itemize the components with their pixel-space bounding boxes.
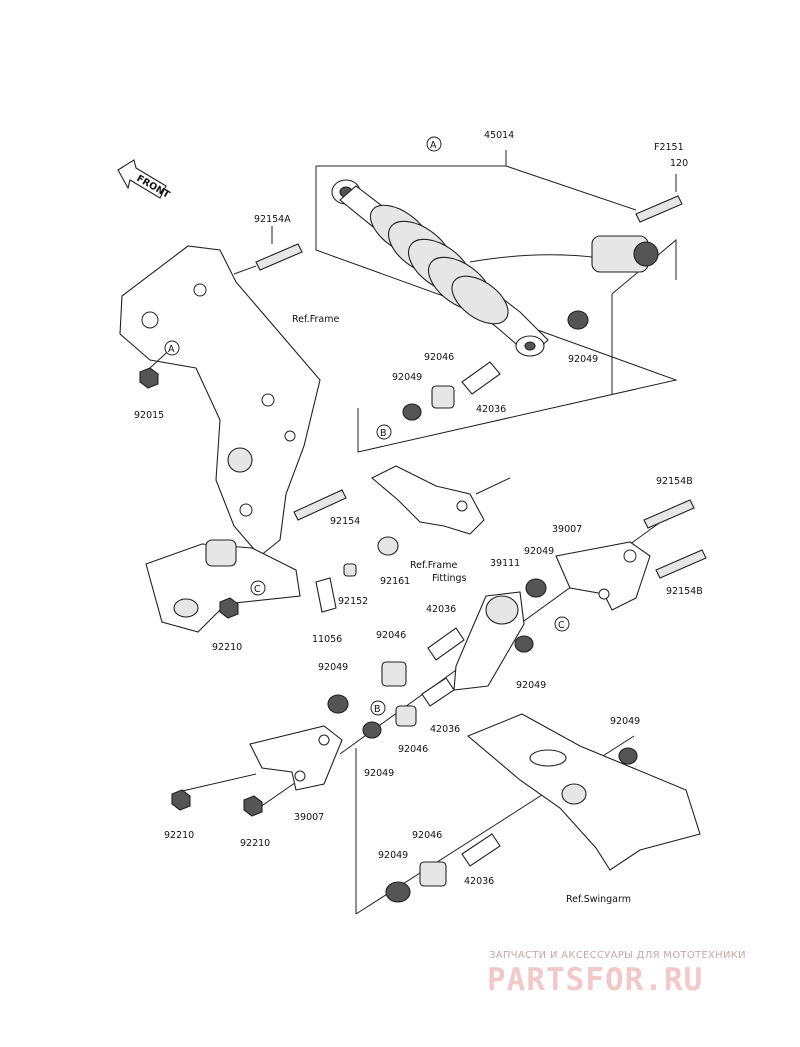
label-42036-mid: 42036 <box>426 604 456 615</box>
label-ref-frame-fittings-1: Ref.Frame <box>410 560 457 571</box>
label-92049-left: 92049 <box>318 662 348 673</box>
label-120: 120 <box>670 158 688 169</box>
washer-92049-top-right-icon <box>567 310 589 330</box>
label-92015: 92015 <box>134 410 164 421</box>
label-92046-top: 92046 <box>424 352 454 363</box>
bolt-92154b-bottom-icon <box>655 549 707 579</box>
washer-92049-left-icon <box>327 694 349 714</box>
watermark-tagline: ЗАПЧАСТИ И АКСЕССУАРЫ ДЛЯ МОТОТЕХНИКИ <box>489 950 746 961</box>
label-92154a: 92154A <box>254 214 291 225</box>
label-ref-swingarm: Ref.Swingarm <box>566 894 631 905</box>
label-92210-left: 92210 <box>212 642 242 653</box>
callout-a-top: A <box>426 136 442 152</box>
frame-bracket <box>119 245 321 557</box>
label-92049-right: 92049 <box>610 716 640 727</box>
label-92046-mid2: 92046 <box>398 744 428 755</box>
washer-92049-top-left-icon <box>402 403 422 421</box>
callout-a-left: A <box>164 340 180 356</box>
shock-absorber <box>331 179 659 357</box>
bearing-92046-bottom-icon <box>419 861 447 887</box>
callout-c-right-text: C <box>558 620 565 631</box>
label-92154b-bottom: 92154B <box>666 586 703 597</box>
pin-92152-icon <box>343 563 357 577</box>
label-92049-c: 92049 <box>516 680 546 691</box>
callout-b-mid-text: B <box>374 704 381 715</box>
callout-c-left: C <box>250 580 266 596</box>
label-42036-top: 42036 <box>476 404 506 415</box>
label-ref-frame: Ref.Frame <box>292 314 339 325</box>
label-92161: 92161 <box>380 576 410 587</box>
front-arrow-icon: FRONT <box>117 159 172 201</box>
swingarm-left-section <box>145 539 301 633</box>
callout-c-left-text: C <box>254 584 261 595</box>
washer-92049-mid-icon <box>525 578 547 598</box>
bolt-92154-icon <box>293 489 347 521</box>
label-f2151: F2151 <box>654 142 684 153</box>
callout-a-top-text: A <box>430 140 437 151</box>
bolt-92154a-icon <box>233 226 303 275</box>
collar-92161-icon <box>377 536 399 556</box>
label-ref-frame-fittings-2: Fittings <box>432 573 467 584</box>
bolt-92154b-top-icon <box>643 499 695 529</box>
sleeve-42036-top-icon <box>461 361 501 395</box>
callout-c-right: C <box>554 616 570 632</box>
washer-92049-right-icon <box>618 747 638 765</box>
callout-b-top-text: B <box>380 428 387 439</box>
callout-b-mid: B <box>370 700 386 716</box>
label-39111: 39111 <box>490 558 520 569</box>
label-92210-a: 92210 <box>164 830 194 841</box>
plate-11056-icon <box>315 577 337 613</box>
nut-92210-a-icon <box>171 789 191 811</box>
link-plate-39007-top <box>555 541 651 611</box>
frame-fitting <box>371 465 511 535</box>
rocker-arm-39111 <box>453 591 525 691</box>
bearing-92046-top-icon <box>431 385 455 409</box>
link-plate-39007-bottom <box>249 725 343 791</box>
label-11056: 11056 <box>312 634 342 645</box>
label-42036-mid2: 42036 <box>430 724 460 735</box>
callout-a-left-text: A <box>168 344 175 355</box>
sleeve-42036-bottom-icon <box>461 833 501 867</box>
swingarm-right-section <box>466 713 701 871</box>
label-92046-bottom: 92046 <box>412 830 442 841</box>
label-39007-top: 39007 <box>552 524 582 535</box>
label-92152: 92152 <box>338 596 368 607</box>
label-42036-bottom: 42036 <box>464 876 494 887</box>
label-92049-mid: 92049 <box>524 546 554 557</box>
label-92049-top-right: 92049 <box>568 354 598 365</box>
label-39007-bottom: 39007 <box>294 812 324 823</box>
label-92046-mid: 92046 <box>376 630 406 641</box>
sleeve-42036-mid-icon <box>427 627 465 661</box>
reservoir-icon <box>591 235 659 273</box>
label-92049-top-left: 92049 <box>392 372 422 383</box>
washer-92049-c-icon <box>514 635 534 653</box>
watermark-logo: PARTSFOR.RU <box>487 962 704 998</box>
bearing-92046-mid2-icon <box>395 705 417 727</box>
bearing-92046-mid-icon <box>381 661 407 687</box>
label-45014: 45014 <box>484 130 514 141</box>
label-92154: 92154 <box>330 516 360 527</box>
callout-b-top: B <box>376 424 392 440</box>
nut-92015-icon <box>139 343 177 389</box>
shock-group-outline <box>315 150 678 453</box>
nut-92210-b-icon <box>243 795 263 817</box>
label-92049-mid2: 92049 <box>364 768 394 779</box>
label-92210-b: 92210 <box>240 838 270 849</box>
label-92049-bottom: 92049 <box>378 850 408 861</box>
washer-92049-mid2-icon <box>362 721 382 739</box>
shock-spring-icon <box>369 204 509 325</box>
front-label: FRONT <box>135 173 172 201</box>
sleeve-42036-mid2-icon <box>421 677 455 707</box>
nut-92210-left-icon <box>219 597 239 619</box>
washer-92049-bottom-icon <box>385 881 411 903</box>
bolt-f2151-icon <box>635 174 683 223</box>
label-92154b-top: 92154B <box>656 476 693 487</box>
